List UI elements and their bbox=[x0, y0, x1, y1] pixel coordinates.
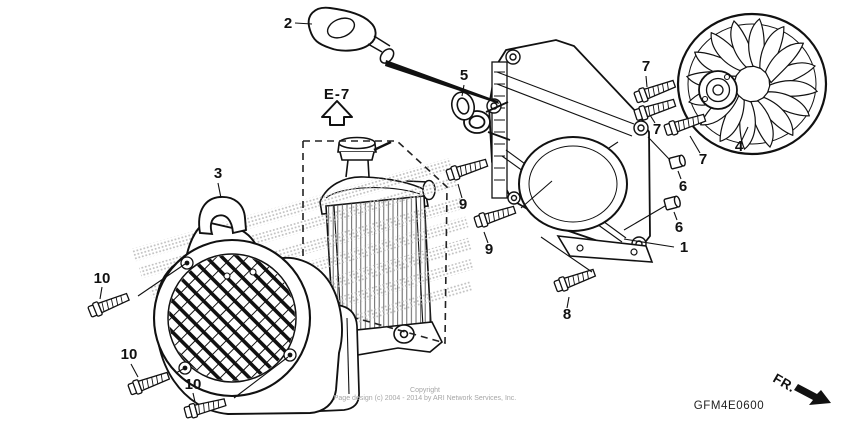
callout-9a[interactable]: 9 bbox=[459, 196, 467, 213]
front-direction-label: FR. bbox=[771, 371, 799, 396]
callout-6b[interactable]: 6 bbox=[675, 219, 683, 236]
fan-cover bbox=[152, 196, 360, 415]
callout-6a[interactable]: 6 bbox=[679, 178, 687, 195]
frame-foot bbox=[556, 235, 654, 263]
callout-9b[interactable]: 9 bbox=[485, 241, 493, 258]
fan-cover-clip bbox=[198, 196, 248, 236]
callout-7c[interactable]: 7 bbox=[699, 151, 707, 168]
front-direction-indicator: FR. bbox=[771, 371, 831, 405]
callout-2[interactable]: 2 bbox=[284, 15, 292, 32]
callout-7b[interactable]: 7 bbox=[653, 121, 661, 138]
cooling-fan bbox=[676, 12, 828, 156]
callout-5[interactable]: 5 bbox=[460, 67, 468, 84]
section-reference-label[interactable]: E-7 bbox=[324, 86, 350, 103]
bolt-10a bbox=[86, 289, 132, 320]
diagram-code: GFM4E0600 bbox=[694, 400, 765, 412]
callout-10a[interactable]: 10 bbox=[94, 270, 111, 287]
bolt-10b bbox=[126, 368, 172, 397]
leader-lines bbox=[99, 22, 749, 403]
callout-8[interactable]: 8 bbox=[563, 306, 571, 323]
copyright-line2: Page design (c) 2004 - 2014 by ARI Netwo… bbox=[334, 395, 517, 402]
mounting-frame bbox=[463, 39, 654, 263]
callout-4[interactable]: 4 bbox=[735, 138, 744, 155]
callout-1[interactable]: 1 bbox=[680, 239, 688, 256]
fan-cover-grille bbox=[152, 238, 312, 398]
oil-dipstick bbox=[307, 6, 499, 104]
nut-6a bbox=[668, 153, 687, 170]
callout-3[interactable]: 3 bbox=[214, 165, 222, 182]
section-reference-e7[interactable]: E-7 bbox=[321, 86, 353, 126]
fan-hub bbox=[698, 70, 738, 110]
dipstick-shaft bbox=[385, 60, 499, 104]
radiator-cap bbox=[337, 136, 392, 178]
bolt-9a bbox=[444, 155, 490, 183]
front-direction-arrow-icon bbox=[794, 384, 831, 405]
nut-6b bbox=[663, 194, 682, 211]
callout-7a[interactable]: 7 bbox=[642, 58, 650, 75]
o-ring bbox=[450, 91, 476, 121]
up-arrow-icon bbox=[321, 100, 353, 126]
callout-10c[interactable]: 10 bbox=[185, 376, 202, 393]
bolt-9b bbox=[472, 202, 518, 230]
copyright-line1: Copyright bbox=[410, 387, 440, 394]
callout-10b[interactable]: 10 bbox=[121, 346, 138, 363]
